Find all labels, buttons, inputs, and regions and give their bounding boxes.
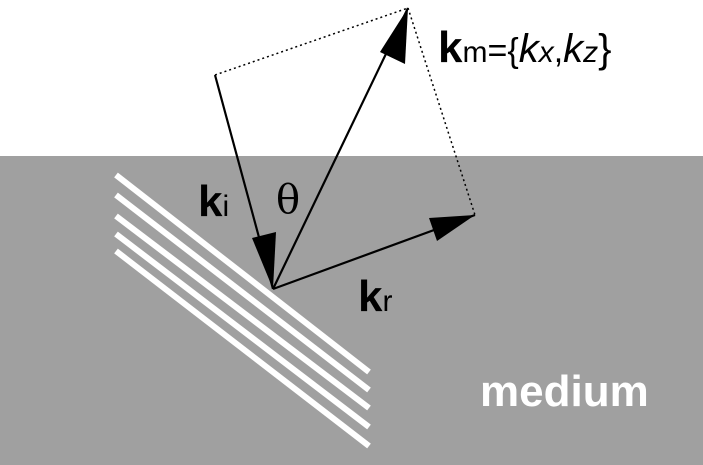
grating-line <box>114 172 371 375</box>
grating-line <box>114 192 371 393</box>
label-ki: ki <box>198 177 229 226</box>
arrowhead-kr <box>429 215 475 241</box>
arrowhead-ki <box>252 232 276 289</box>
arrowheads <box>252 8 475 289</box>
label-kr: kr <box>358 272 392 321</box>
label-km: km={kx,kz} <box>438 23 612 72</box>
medium-region <box>0 156 703 465</box>
arrowhead-km <box>380 8 408 64</box>
grating-line <box>114 213 371 411</box>
dotted-construction-lines <box>214 7 476 216</box>
grating-vector-km <box>272 7 409 290</box>
grating-lines <box>114 172 371 449</box>
grating-line <box>114 231 371 430</box>
label-medium: medium <box>480 367 649 416</box>
label-theta: θ <box>276 177 300 223</box>
grating-line <box>114 248 371 449</box>
